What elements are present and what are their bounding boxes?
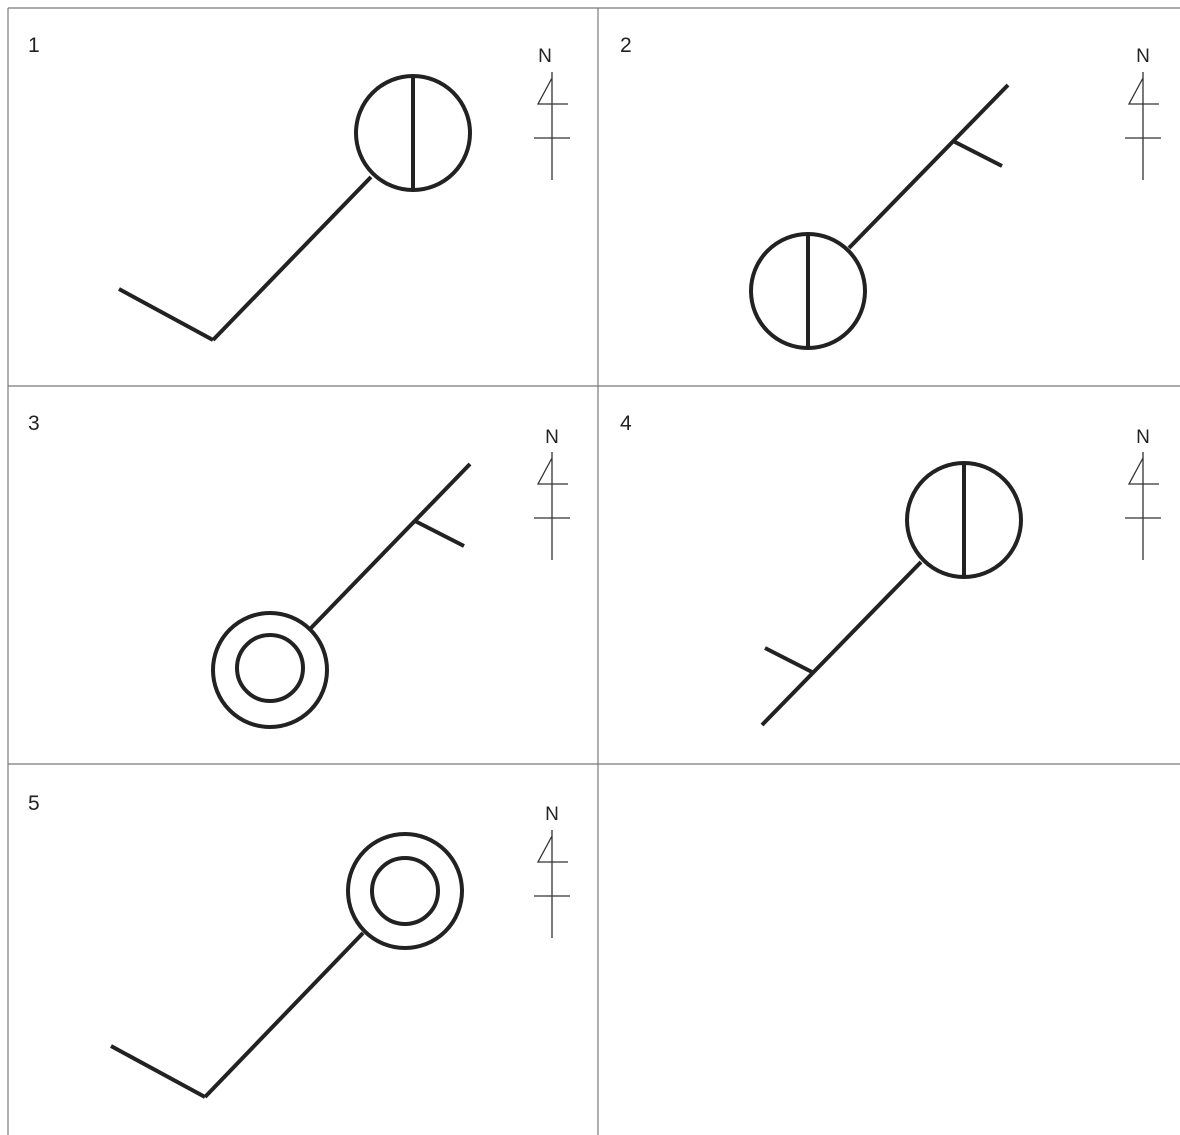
panel-number: 5 — [28, 792, 40, 815]
panel-3: 3 N — [28, 412, 570, 729]
north-label: N — [545, 427, 559, 448]
station-model — [749, 83, 1010, 350]
north-label: N — [538, 46, 552, 67]
station-inner-circle-icon — [235, 633, 305, 703]
wind-barb — [414, 519, 465, 548]
panel-4: 4 N — [620, 412, 1161, 727]
wind-barb — [110, 1044, 206, 1099]
panel-1: 1 N — [28, 34, 570, 342]
station-model — [211, 462, 472, 729]
wind-shaft — [760, 560, 923, 727]
wind-shaft — [847, 83, 1010, 250]
wind-shaft — [309, 462, 472, 630]
north-label: N — [545, 804, 559, 825]
north-arrow: N — [534, 804, 570, 938]
panel-grid — [7, 7, 1180, 1135]
north-arrow: N — [534, 46, 570, 180]
north-arrow: N — [534, 427, 570, 560]
station-outer-circle-icon — [211, 611, 329, 729]
station-model — [760, 461, 1023, 727]
panel-5: 5 N — [28, 792, 570, 1099]
north-arrow-icon — [534, 452, 570, 560]
wind-barb — [952, 139, 1003, 168]
north-arrow: N — [1125, 46, 1161, 180]
wind-shaft — [203, 931, 365, 1099]
panel-number: 4 — [620, 412, 632, 435]
panel-number: 1 — [28, 34, 40, 57]
wind-barb — [764, 646, 813, 674]
north-arrow: N — [1125, 427, 1161, 560]
wind-shaft — [211, 175, 373, 342]
station-model — [118, 74, 472, 342]
station-outer-circle-icon — [346, 832, 464, 950]
north-arrow-icon — [1125, 452, 1161, 560]
wind-barb — [118, 287, 214, 342]
north-arrow-icon — [534, 72, 570, 180]
station-inner-circle-icon — [370, 856, 440, 926]
north-arrow-icon — [534, 830, 570, 938]
panel-2: 2 N — [620, 34, 1161, 350]
north-arrow-icon — [1125, 72, 1161, 180]
station-model — [110, 832, 464, 1099]
north-label: N — [1136, 46, 1150, 67]
panel-number: 2 — [620, 34, 632, 57]
north-label: N — [1136, 427, 1150, 448]
panel-number: 3 — [28, 412, 40, 435]
